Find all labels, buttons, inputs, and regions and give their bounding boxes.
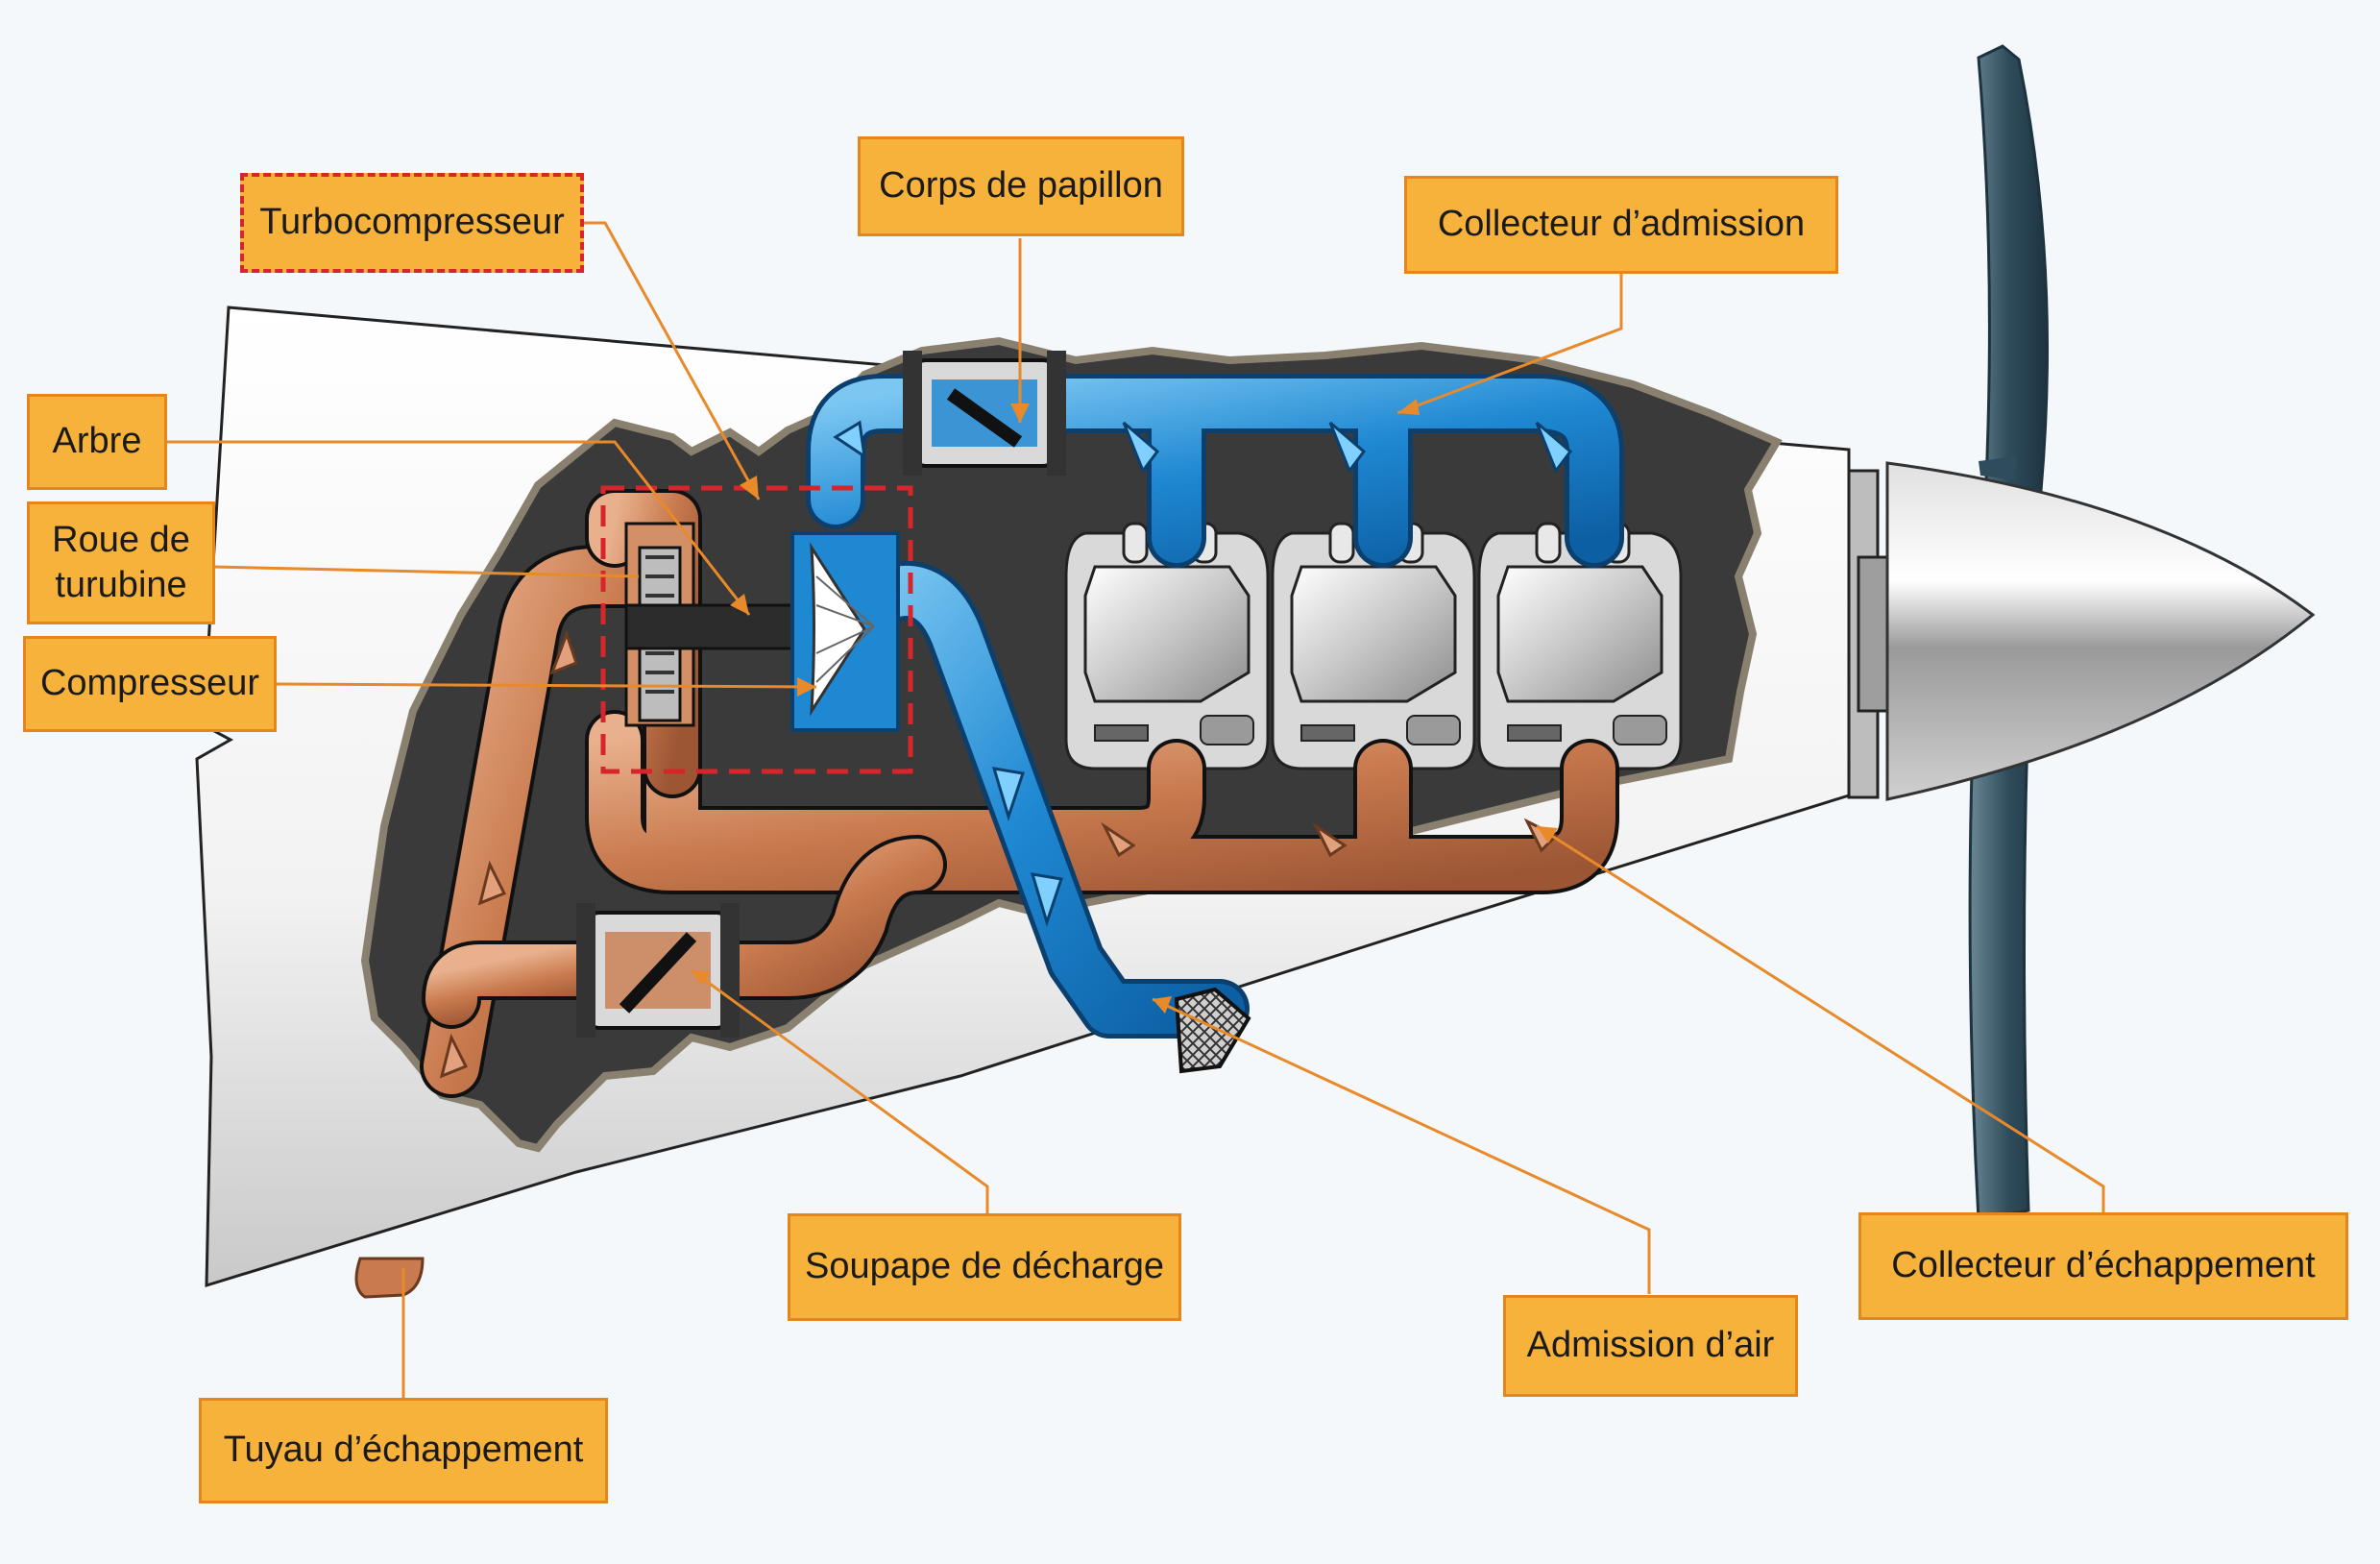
flow-arrows — [439, 420, 1573, 1079]
label-exhaust-pipe: Tuyau d’échappement — [199, 1398, 608, 1503]
throttle-body — [903, 351, 1066, 476]
leader-intake-manifold — [1396, 269, 1623, 415]
blade-root-top — [1979, 456, 2017, 480]
cylinder-3 — [1477, 522, 1683, 770]
leader-shaft — [165, 440, 751, 616]
label-wastegate: Soupape de décharge — [788, 1213, 1181, 1321]
leader-turbocharger — [583, 221, 761, 501]
air-filter — [1174, 987, 1251, 1074]
label-shaft: Arbre — [27, 394, 167, 490]
leader-lines — [165, 221, 2105, 1398]
label-compressor: Compresseur — [23, 636, 277, 732]
label-throttle-body: Corps de papillon — [858, 136, 1184, 236]
label-air-intake: Admission d’air — [1503, 1295, 1798, 1397]
exhaust-pipe-outlet — [354, 1257, 425, 1299]
cylinder-1 — [1064, 522, 1270, 770]
leader-arrowheads — [692, 399, 1558, 1014]
turbocharger-unit — [624, 522, 900, 732]
leader-air-intake — [1152, 997, 1651, 1294]
label-turbocharger: Turbocompresseur — [240, 173, 584, 273]
label-exhaust-manifold: Collecteur d’échappement — [1858, 1212, 2348, 1320]
label-turbine-wheel-text: Roue de turubine — [52, 519, 190, 606]
cylinder-2 — [1271, 522, 1476, 770]
intake-piping — [806, 374, 1624, 1039]
leader-exhaust-manifold — [1536, 824, 2105, 1212]
leader-compressor — [273, 682, 817, 689]
propeller-spinner — [1885, 461, 2316, 801]
leader-turbine-wheel — [212, 565, 640, 578]
label-intake-manifold: Collecteur d’admission — [1404, 176, 1838, 274]
label-turbine-wheel: Roue de turubine — [27, 501, 215, 624]
wastegate-valve-body — [576, 903, 740, 1038]
leader-wastegate — [691, 968, 989, 1213]
